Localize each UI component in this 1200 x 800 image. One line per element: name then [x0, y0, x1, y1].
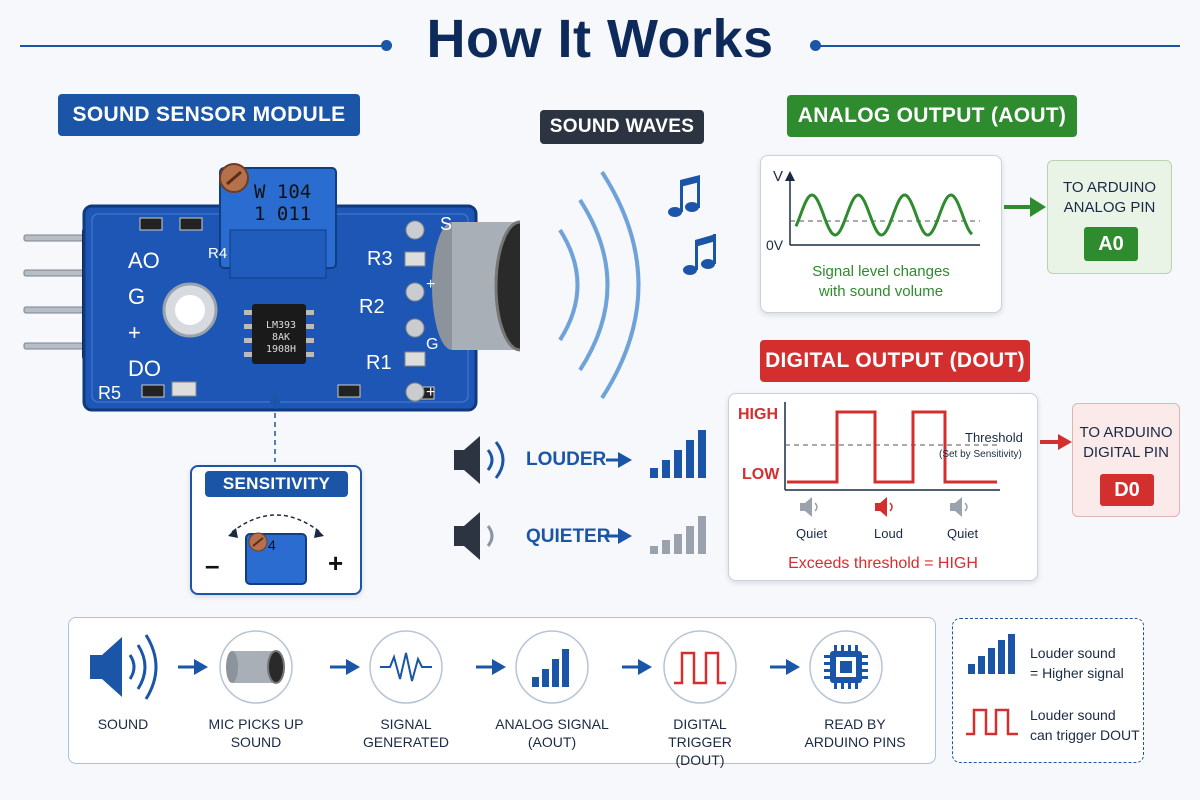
analog-badge: ANALOG OUTPUT (AOUT)	[787, 95, 1077, 137]
analog-waveform	[785, 171, 980, 246]
analog-zero-label: 0V	[766, 237, 784, 253]
pin-do: DO	[128, 356, 161, 381]
legend-box	[952, 618, 1144, 763]
sensitivity-pot-text: 4	[268, 537, 276, 553]
sensitivity-plus: +	[328, 548, 344, 578]
pin-plus: +	[128, 320, 141, 345]
label-r1: R1	[366, 352, 392, 374]
louder-label: LOUDER	[526, 449, 607, 470]
pot-label: W 104 1 011	[254, 181, 312, 225]
sensitivity-diagram	[228, 514, 324, 585]
legend-item-2: Louder sound can trigger DOUT	[1030, 707, 1140, 743]
flow-icons	[90, 630, 883, 704]
label-plus-2: +	[426, 384, 436, 401]
sensor-module-diagram	[23, 163, 520, 462]
digital-pin-badge: D0	[1100, 474, 1154, 506]
chip-label: LM393 8AK 1908H	[265, 320, 297, 355]
label-plus-1: +	[426, 276, 436, 293]
square-wave-icon	[674, 651, 726, 685]
sound-waves	[558, 170, 716, 400]
speaker-icon	[90, 634, 158, 700]
signal-bars-high-icon	[650, 430, 706, 478]
label-r4: R4	[208, 245, 228, 262]
pin-labels: AO G + DO	[128, 243, 161, 387]
flow-step-analog: ANALOG SIGNAL(AOUT)	[495, 716, 609, 750]
threshold-note: (Set by Sensitivity)	[939, 449, 1022, 460]
analog-arrow	[1004, 197, 1046, 217]
flow-step-digital: DIGITAL TRIGGER(DOUT)	[668, 716, 732, 768]
analog-caption: Signal level changes with sound volume	[812, 263, 950, 300]
analog-v-label: V	[773, 168, 784, 185]
speaker-loud-icon	[454, 436, 505, 484]
digital-chart-panel	[728, 393, 1038, 581]
label-r2: R2	[359, 296, 385, 318]
speaker-quiet-icon	[950, 497, 968, 517]
digital-arrow	[1040, 434, 1072, 450]
lm393-chip	[244, 304, 314, 364]
music-note-icon	[683, 234, 716, 275]
digital-high-label: HIGH	[738, 406, 778, 423]
title-dot-left	[381, 40, 392, 51]
sensitivity-minus: –	[205, 550, 220, 580]
speaker-quiet-icon	[800, 497, 818, 517]
waveform-icon	[380, 652, 432, 682]
digital-waveform	[784, 402, 1000, 491]
loud-label: Loud	[874, 526, 903, 541]
label-r5: R5	[98, 383, 122, 403]
waves-badge: SOUND WAVES	[540, 110, 704, 144]
exceeds-caption: Exceeds threshold = HIGH	[788, 555, 978, 572]
arduino-analog-text: TO ARDUINO ANALOG PIN	[1062, 179, 1157, 216]
threshold-label: Threshold	[965, 430, 1023, 445]
label-s: S	[440, 214, 453, 234]
quiet-label-2: Quiet	[947, 526, 979, 541]
quieter-label: QUIETER	[526, 526, 611, 547]
quiet-label-1: Quiet	[796, 526, 828, 541]
title-line-left	[20, 45, 385, 47]
digital-low-label: LOW	[742, 466, 780, 483]
signal-bars-icon	[968, 634, 1015, 674]
digital-badge: DIGITAL OUTPUT (DOUT)	[760, 340, 1030, 382]
legend-item-1: Louder sound = Higher signal	[1030, 645, 1124, 681]
microchip-icon	[824, 645, 868, 689]
title-line-right	[818, 45, 1180, 47]
signal-bars-icon	[532, 649, 569, 687]
flow-panel	[68, 617, 936, 764]
title-dot-right	[810, 40, 821, 51]
label-r3: R3	[367, 248, 393, 270]
microphone	[432, 220, 520, 352]
legend-icons	[966, 634, 1018, 736]
pin-ao: AO	[128, 248, 160, 273]
module-badge: SOUND SENSOR MODULE	[58, 94, 360, 136]
speaker-loud-icon	[875, 497, 893, 517]
microphone-icon	[226, 650, 285, 684]
music-note-icon	[668, 175, 700, 217]
arduino-digital-text: TO ARDUINO DIGITAL PIN	[1079, 424, 1173, 461]
digital-speaker-icons	[800, 497, 968, 517]
label-g: G	[426, 336, 439, 353]
analog-pin-badge: A0	[1084, 227, 1138, 261]
square-wave-icon	[966, 708, 1018, 736]
sensitivity-badge: SENSITIVITY	[205, 471, 348, 497]
pin-g: G	[128, 284, 146, 309]
page-title: How It Works	[426, 9, 774, 69]
speaker-quiet-icon	[454, 512, 494, 560]
signal-bars-low-icon	[650, 516, 706, 554]
volume-comparison	[454, 430, 706, 560]
flow-step-sound: SOUND	[97, 716, 149, 732]
